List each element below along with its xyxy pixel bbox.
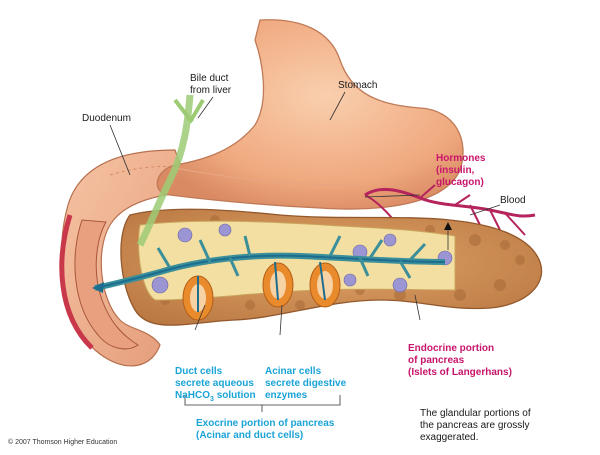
blood-label: Blood (500, 195, 526, 206)
duodenum-label: Duodenum (82, 113, 131, 124)
stomach-label: Stomach (338, 80, 378, 91)
duodenum-inner (74, 219, 139, 350)
acinus-2 (262, 261, 294, 308)
duct-arrow-head (92, 282, 104, 293)
copyright: © 2007 Thomson Higher Education (8, 439, 118, 446)
pancreas-cutaway (138, 220, 456, 301)
islets-of-langerhans (151, 223, 453, 294)
acinus-1 (182, 275, 214, 321)
nahco3-formula: NaHCO3 solution (175, 390, 256, 403)
acinus-3 (309, 261, 341, 308)
endocrine-label: Endocrine portion of pancreas (Islets of… (408, 343, 512, 378)
bile-duct-label: Bile duct from liver (190, 73, 232, 96)
exaggeration-note: The glandular portions of the pancreas a… (420, 408, 531, 443)
duct-cells-label: Duct cells secrete aqueous NaHCO3 soluti… (175, 366, 256, 406)
hormones-label: Hormones (insulin, glucagon) (436, 153, 486, 188)
stomach-shape (156, 19, 464, 210)
acinar-cells-label: Acinar cells secrete digestive enzymes (265, 366, 347, 401)
blood-vessel (364, 187, 536, 218)
exocrine-label: Exocrine portion of pancreas (Acinar and… (196, 418, 335, 441)
